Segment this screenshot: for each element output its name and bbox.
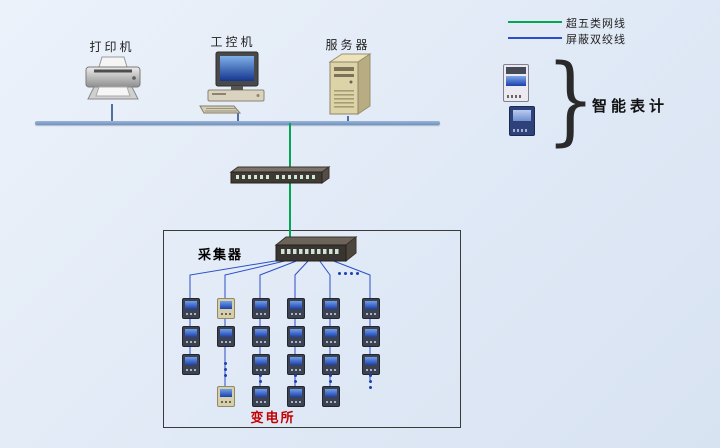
server-bus-link	[347, 116, 349, 123]
ellipsis-dots-horizontal	[338, 272, 341, 275]
meter-icon	[287, 354, 305, 375]
ellipsis-dots	[224, 362, 227, 365]
smart-meter-type2-icon	[509, 106, 535, 136]
meter-icon	[252, 298, 270, 319]
substation-box	[163, 230, 461, 428]
meter-icon	[362, 298, 380, 319]
legend-cat5e-label: 超五类网线	[566, 17, 626, 30]
industrial-pc-icon	[199, 51, 265, 114]
legend-stp-line	[508, 37, 562, 39]
meter-icon	[182, 298, 200, 319]
collector-icon	[274, 236, 358, 263]
meter-icon	[322, 354, 340, 375]
meter-icon	[217, 298, 235, 319]
industrial-pc-label: 工控机	[210, 35, 256, 49]
meter-icon	[287, 386, 305, 407]
ellipsis-dots	[259, 374, 262, 377]
meter-icon	[182, 354, 200, 375]
ellipsis-dots	[369, 374, 372, 377]
meter-icon	[322, 386, 340, 407]
printer-icon	[85, 56, 141, 100]
printer-label: 打印机	[89, 40, 135, 54]
substation-label: 变电所	[250, 411, 296, 426]
printer-bus-link	[111, 104, 113, 122]
smart-meter-label: 智能表计	[592, 97, 669, 115]
meter-icon	[252, 326, 270, 347]
meter-icon	[252, 354, 270, 375]
meter-icon	[362, 326, 380, 347]
ellipsis-dots	[294, 374, 297, 377]
meter-icon	[322, 298, 340, 319]
meter-icon	[322, 326, 340, 347]
meter-icon	[182, 326, 200, 347]
meter-icon	[217, 386, 235, 407]
legend-cat5e-line	[508, 21, 562, 23]
server-label: 服务器	[325, 38, 371, 52]
meter-icon	[252, 386, 270, 407]
brace-symbol: }	[546, 44, 595, 156]
meter-icon	[287, 298, 305, 319]
industrial-pc-bus-link	[237, 112, 239, 122]
switch-icon	[229, 166, 331, 184]
meter-icon	[362, 354, 380, 375]
server-icon	[328, 53, 372, 115]
meter-icon	[287, 326, 305, 347]
ellipsis-dots	[329, 374, 332, 377]
smart-meter-type1-icon	[503, 64, 529, 102]
collector-label: 采集器	[198, 248, 244, 263]
legend-stp-label: 屏蔽双绞线	[566, 33, 626, 46]
meter-icon	[217, 326, 235, 347]
network-bus-line	[35, 121, 440, 125]
